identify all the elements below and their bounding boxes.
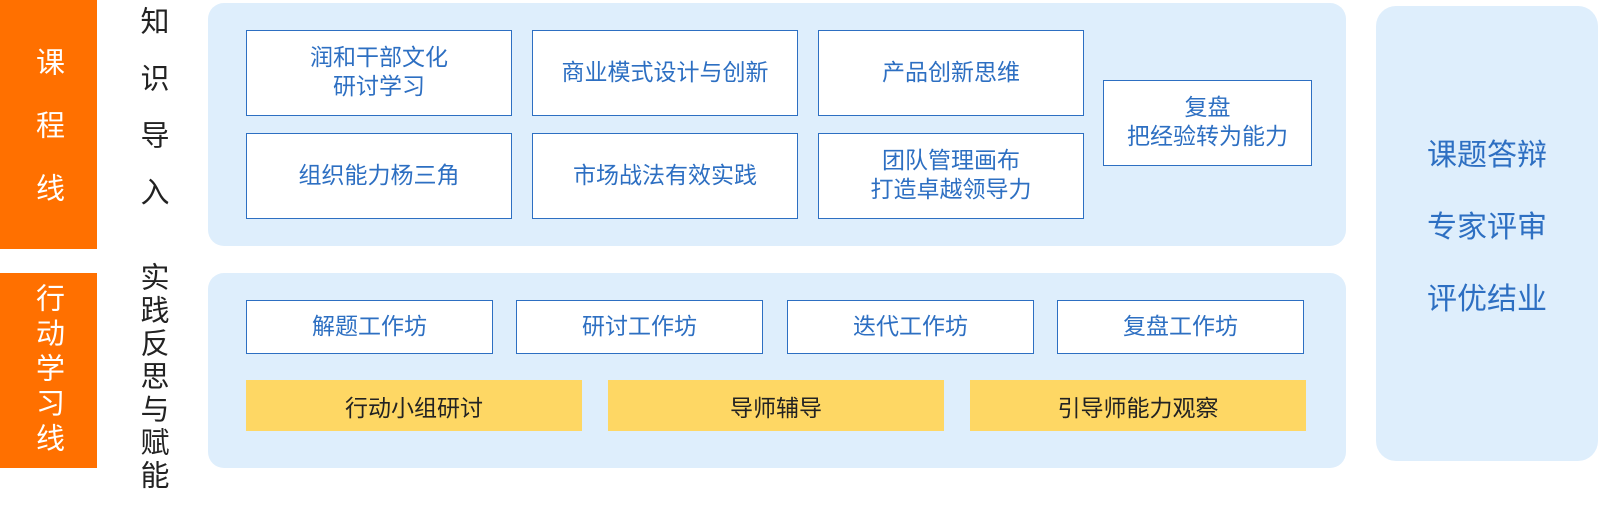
module-box: 市场战法有效实践 bbox=[532, 133, 798, 219]
support-activity-box: 导师辅导 bbox=[608, 380, 944, 431]
course-line-label: 课程线 bbox=[0, 0, 97, 249]
action-learning-line-label: 行动学习线 bbox=[0, 273, 97, 468]
evaluation-item: 课题答辩 bbox=[1427, 138, 1547, 173]
support-activity-box: 行动小组研讨 bbox=[246, 380, 582, 431]
support-activity-box: 引导师能力观察 bbox=[970, 380, 1306, 431]
course-line-text: 课程线 bbox=[31, 47, 66, 236]
workshop-box: 迭代工作坊 bbox=[787, 300, 1034, 354]
evaluation-item: 专家评审 bbox=[1427, 210, 1547, 245]
practice-reflection-label: 实践反思与赋能 bbox=[136, 262, 170, 493]
module-box: 组织能力杨三角 bbox=[246, 133, 512, 219]
module-box: 复盘 把经验转为能力 bbox=[1103, 80, 1312, 166]
workshop-box: 解题工作坊 bbox=[246, 300, 493, 354]
action-learning-line-text: 行动学习线 bbox=[31, 283, 66, 458]
module-box: 产品创新思维 bbox=[818, 30, 1084, 116]
workshop-box: 研讨工作坊 bbox=[516, 300, 763, 354]
evaluation-item: 评优结业 bbox=[1427, 282, 1547, 317]
module-box: 商业模式设计与创新 bbox=[532, 30, 798, 116]
knowledge-import-label: 知识导入 bbox=[136, 6, 170, 234]
workshop-box: 复盘工作坊 bbox=[1057, 300, 1304, 354]
module-box: 润和干部文化 研讨学习 bbox=[246, 30, 512, 116]
module-box: 团队管理画布 打造卓越领导力 bbox=[818, 133, 1084, 219]
evaluation-panel bbox=[1376, 6, 1598, 461]
